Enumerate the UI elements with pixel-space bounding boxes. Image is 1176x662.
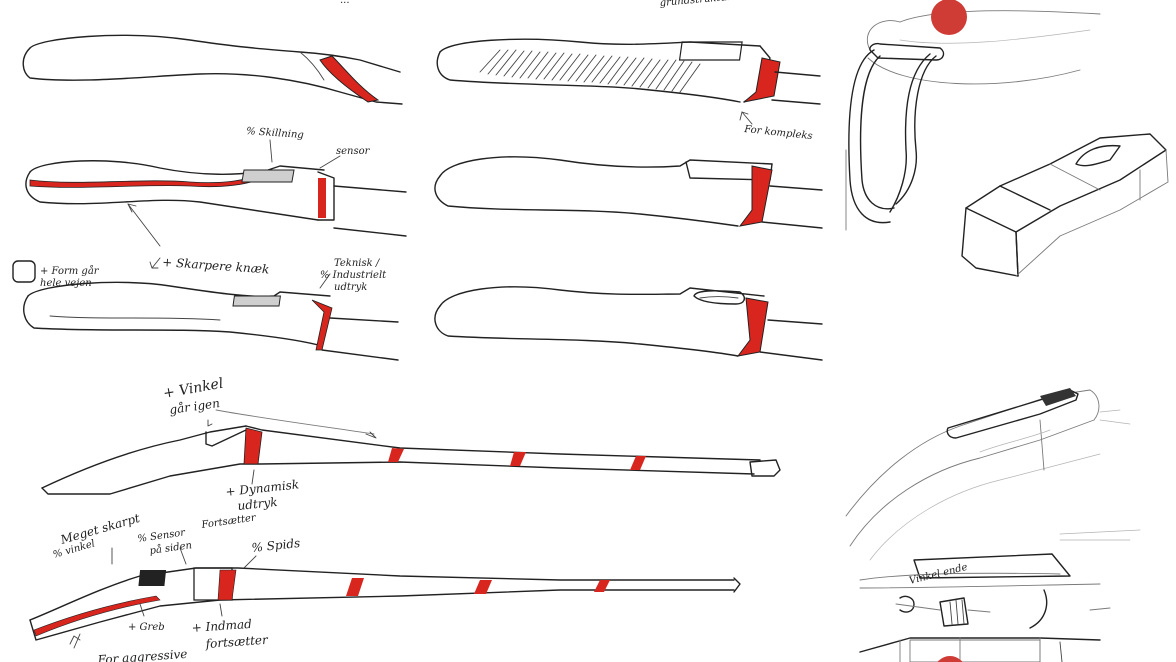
note-teknisk-2: % Industrielt [320,270,387,281]
note-form-gaar-2: hele vejen [40,278,92,289]
sketch-3d-bottom [859,529,1141,662]
note-sensor-siden-2: på siden [149,539,193,557]
note-teknisk-3: udtryk [334,282,367,293]
red-dot-bottom [937,656,963,662]
red-band-1c [510,452,526,466]
red-band-2b [217,569,237,601]
sketch-long-stick-1 [41,409,781,495]
red-band-1b [388,448,404,462]
note-spids: % Spids [251,536,301,555]
red-band-2c [346,578,364,596]
note-top-left-clip: ... [340,0,350,6]
red-band-1d [630,456,646,470]
red-accent-6 [736,297,769,357]
sketch-3d-middle [845,388,1131,561]
sketch-3d-strap [845,0,1169,277]
note-for-aggressive: For aggressive [96,647,188,662]
sensor-pad-3 [241,169,295,183]
sensor-pad-5 [232,295,281,307]
red-stripe-2a [33,595,161,637]
note-greb: + Greb [128,622,165,633]
sketch-handle-2 [436,38,821,125]
red-accent-4 [738,165,773,227]
note-sensor: sensor [336,146,371,157]
sketch-handle-3 [25,139,407,247]
sketch-long-stick-2 [29,547,741,649]
red-band-2e [594,580,610,592]
note-indmad-2: fortsætter [204,633,269,651]
sketch-handle-6 [434,286,823,361]
red-accent-5 [311,299,333,351]
grip-texture [479,49,701,93]
note-vinkel-2: går igen [168,395,220,417]
note-indmad-1: + Indmad [191,617,252,635]
sensor-glass-3d [1040,388,1076,406]
red-accent-2 [743,57,781,103]
note-form-gaar-1: + Form går [40,265,100,277]
red-band-2d [474,580,492,594]
sketch-handle-5 [12,257,399,361]
sketch-handle-4 [434,156,823,229]
note-top-mid-clip: grundstruktur [659,0,733,9]
note-skillning: % Skillning [246,126,304,141]
red-band-1a [243,427,263,465]
red-dot-top [931,0,967,35]
red-collar-3 [318,178,326,218]
sketch-handle-1 [22,34,403,105]
sensor-glass-2 [138,570,167,586]
sensor-pad-2 [678,41,743,61]
square-symbol [12,260,36,283]
note-teknisk-1: Teknisk / [334,258,381,269]
red-accent-1 [319,55,380,103]
note-dynamisk-2: udtryk [237,495,278,513]
